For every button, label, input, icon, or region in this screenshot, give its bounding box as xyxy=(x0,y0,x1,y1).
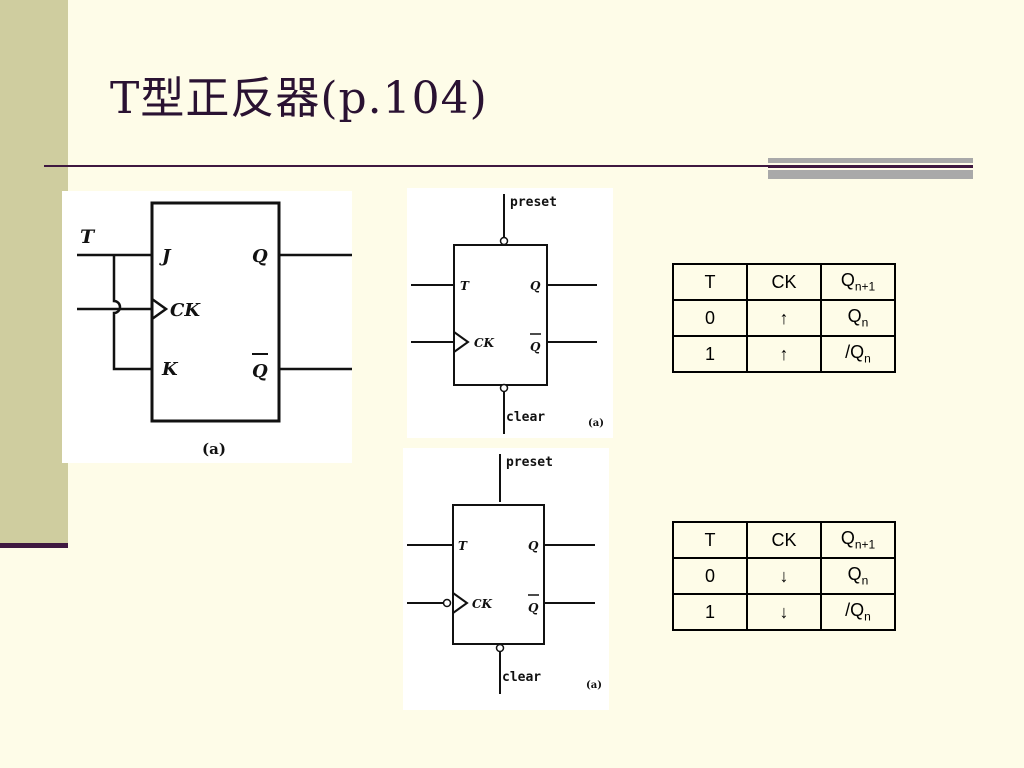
cell-qnext: /Qn xyxy=(820,593,896,631)
t-label: T xyxy=(458,539,468,553)
cell-qnext: Qn xyxy=(820,299,896,337)
cell-ck: ↓ xyxy=(746,557,822,595)
q-label: Q xyxy=(252,246,268,267)
table-row: 0 ↑ Qn xyxy=(672,299,896,337)
cell-qnext: /Qn xyxy=(820,335,896,373)
table-row: 1 ↓ /Qn xyxy=(672,593,896,631)
jk-flipflop-figure: T J CK K Q Q (a) xyxy=(62,191,352,463)
caption-label: (a) xyxy=(202,440,226,458)
slide-title: T型正反器(p.104) xyxy=(110,73,488,124)
clear-bubble xyxy=(495,643,505,653)
qbar-label: Q xyxy=(528,601,539,615)
t-flipflop-rising-diagram: preset clear T CK Q Q (a) xyxy=(411,194,604,434)
clear-bubble xyxy=(499,383,509,393)
header-qnext: Qn+1 xyxy=(820,263,896,301)
flipflop-box xyxy=(150,201,281,423)
caption-label: (a) xyxy=(586,680,602,691)
q-label: Q xyxy=(528,539,539,553)
table-header-row: T CK Qn+1 xyxy=(672,263,896,301)
clear-label: clear xyxy=(506,410,545,425)
q-label: Q xyxy=(530,279,541,293)
caption-label: (a) xyxy=(588,418,604,429)
header-t: T xyxy=(672,521,748,559)
left-accent-line xyxy=(0,543,68,548)
header-ck: CK xyxy=(746,521,822,559)
preset-bubble xyxy=(499,236,509,246)
truth-table-rising: T CK Qn+1 0 ↑ Qn 1 ↑ /Qn xyxy=(672,263,896,373)
title-rule-accent xyxy=(768,158,973,179)
table-row: 0 ↓ Qn xyxy=(672,557,896,595)
ck-label: CK xyxy=(170,300,201,321)
ck-triangle xyxy=(453,331,470,353)
t-flipflop-falling-diagram: preset clear T CK Q Q (a) xyxy=(407,454,602,694)
t-flipflop-falling-figure: preset clear T CK Q Q (a) xyxy=(403,448,609,710)
table-header-row: T CK Qn+1 xyxy=(672,521,896,559)
cell-ck: ↑ xyxy=(746,299,822,337)
preset-label: preset xyxy=(510,195,557,210)
header-ck: CK xyxy=(746,263,822,301)
cell-t: 0 xyxy=(672,557,748,595)
jk-flipflop-diagram: T J CK K Q Q (a) xyxy=(77,201,352,458)
ck-label: CK xyxy=(474,336,495,350)
header-t: T xyxy=(672,263,748,301)
t-flipflop-rising-figure: preset clear T CK Q Q (a) xyxy=(407,188,613,438)
qbar-label: Q xyxy=(252,361,268,382)
ck-label: CK xyxy=(472,597,493,611)
qbar-label: Q xyxy=(530,340,541,354)
j-label: J xyxy=(159,246,172,267)
flipflop-box xyxy=(452,504,545,645)
t-label: T xyxy=(460,279,470,293)
cell-qnext: Qn xyxy=(820,557,896,595)
header-qnext: Qn+1 xyxy=(820,521,896,559)
left-accent-bar xyxy=(0,0,68,543)
preset-label: preset xyxy=(506,455,553,470)
truth-table-falling: T CK Qn+1 0 ↓ Qn 1 ↓ /Qn xyxy=(672,521,896,631)
cell-ck: ↑ xyxy=(746,335,822,373)
cell-t: 1 xyxy=(672,593,748,631)
cell-t: 0 xyxy=(672,299,748,337)
t-to-k-wire xyxy=(112,255,152,371)
ck-inversion-bubble xyxy=(442,598,452,608)
cell-t: 1 xyxy=(672,335,748,373)
flipflop-box xyxy=(453,244,548,386)
title-rule xyxy=(44,165,772,167)
clear-label: clear xyxy=(502,670,541,685)
ck-triangle xyxy=(151,297,169,321)
cell-ck: ↓ xyxy=(746,593,822,631)
ck-triangle xyxy=(452,592,469,614)
t-label: T xyxy=(80,226,96,248)
k-label: K xyxy=(161,359,179,380)
table-row: 1 ↑ /Qn xyxy=(672,335,896,373)
